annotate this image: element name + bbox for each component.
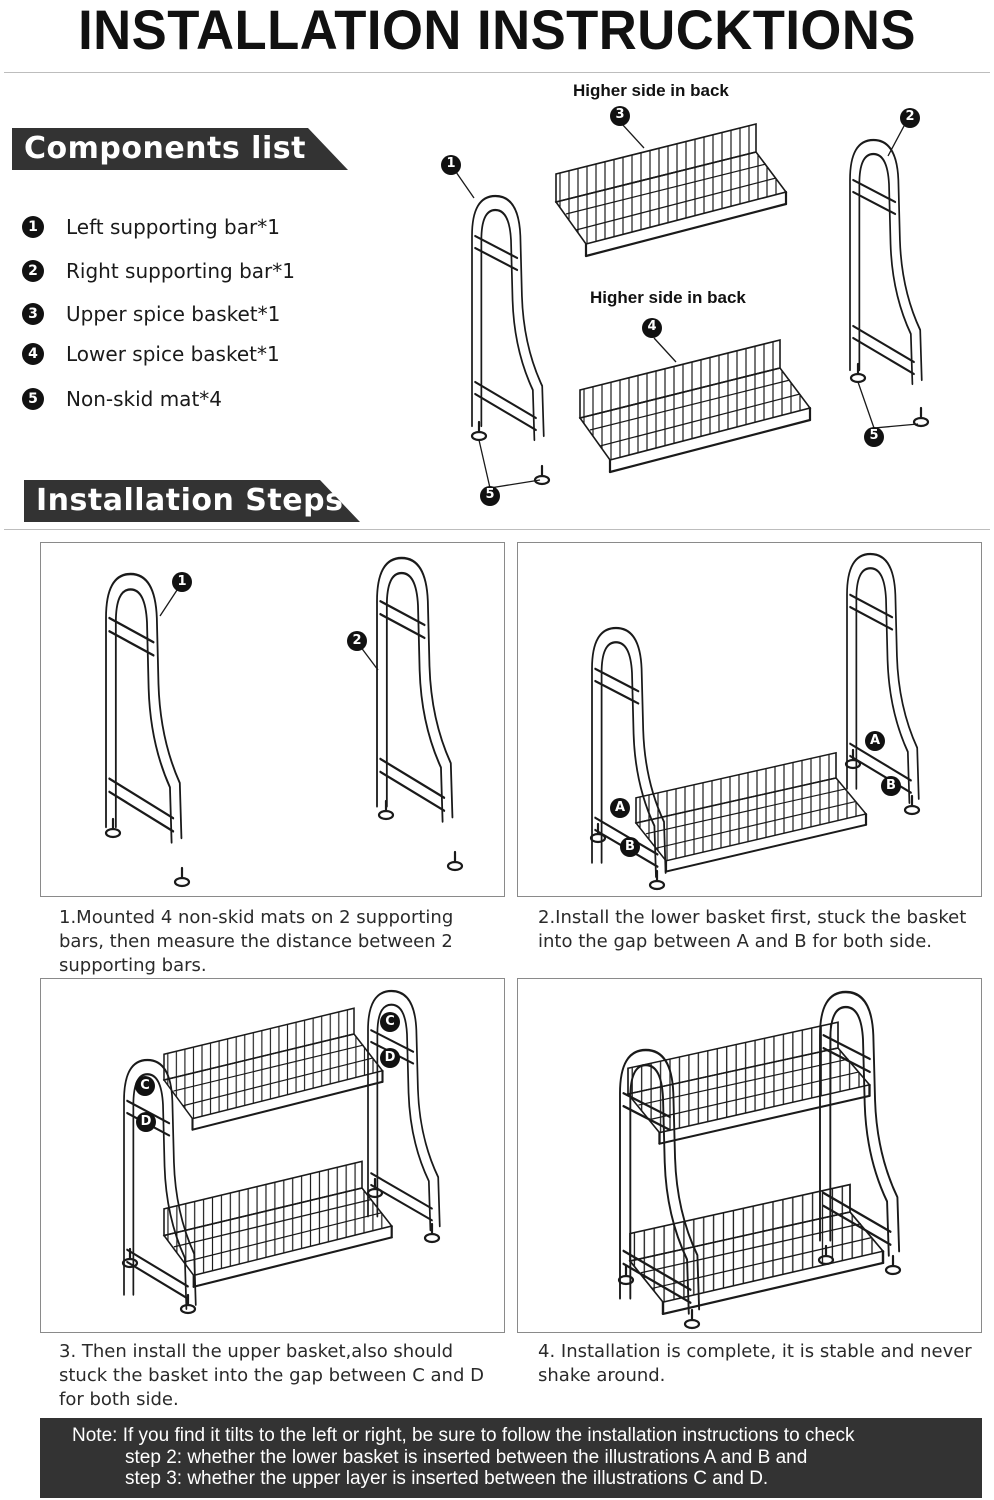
components-heading: Components list bbox=[24, 131, 306, 166]
callout-number: 4 bbox=[647, 319, 657, 334]
callout-letter-a: A bbox=[869, 733, 881, 748]
note-line-2: step 2: whether the lower basket is inse… bbox=[125, 1447, 808, 1468]
callout-number: 2 bbox=[352, 633, 362, 648]
callout-number: 1 bbox=[446, 156, 456, 171]
component-label: Left supporting bar*1 bbox=[66, 215, 280, 239]
components-illustration bbox=[441, 106, 930, 506]
component-label: Right supporting bar*1 bbox=[66, 259, 295, 283]
callout-letter-a: A bbox=[614, 800, 626, 815]
note-line-3: step 3: whether the upper layer is inser… bbox=[125, 1468, 769, 1489]
upper-basket-hint: Higher side in back bbox=[573, 81, 729, 100]
callout-letter-c: C bbox=[140, 1078, 150, 1093]
list-item: 4 Lower spice basket*1 bbox=[22, 339, 280, 369]
step-1-caption: 1.Mounted 4 non-skid mats on 2 supportin… bbox=[59, 907, 454, 976]
callout-number: 1 bbox=[177, 574, 187, 589]
callout-letter-d: D bbox=[384, 1050, 396, 1065]
step-4-caption: 4. Installation is complete, it is stabl… bbox=[538, 1341, 972, 1386]
number-badge: 5 bbox=[22, 388, 44, 410]
steps-illustration bbox=[104, 552, 921, 1330]
note-box: Note: If you find it tilts to the left o… bbox=[40, 1418, 982, 1498]
divider bbox=[4, 529, 990, 530]
divider bbox=[4, 72, 990, 73]
callout-number: 5 bbox=[485, 487, 495, 502]
note-line-1: Note: If you find it tilts to the left o… bbox=[72, 1425, 855, 1446]
callout-number: 3 bbox=[615, 107, 625, 122]
page-title: INSTALLATION INSTRUCKTIONS bbox=[78, 0, 916, 61]
number-badge: 3 bbox=[22, 303, 44, 325]
list-item: 2 Right supporting bar*1 bbox=[22, 256, 295, 286]
number-badge: 2 bbox=[22, 260, 44, 282]
callout-number: 5 bbox=[869, 428, 879, 443]
callout-number: 2 bbox=[905, 109, 915, 124]
component-label: Upper spice basket*1 bbox=[66, 302, 281, 326]
callout-letter-d: D bbox=[140, 1114, 152, 1129]
component-label: Lower spice basket*1 bbox=[66, 342, 280, 366]
steps-banner: Installation Steps bbox=[24, 480, 360, 522]
list-item: 5 Non-skid mat*4 bbox=[22, 384, 222, 414]
list-item: 3 Upper spice basket*1 bbox=[22, 299, 280, 329]
step-3-caption: 3. Then install the upper basket,also sh… bbox=[59, 1341, 484, 1410]
list-item: 1 Left supporting bar*1 bbox=[22, 212, 280, 242]
lower-basket-hint: Higher side in back bbox=[590, 288, 746, 307]
components-banner: Components list bbox=[12, 128, 348, 170]
step-2-caption: 2.Install the lower basket first, stuck … bbox=[538, 907, 967, 952]
callout-letter-b: B bbox=[886, 778, 896, 793]
number-badge: 4 bbox=[22, 343, 44, 365]
callout-letter-b: B bbox=[625, 839, 635, 854]
number-badge: 1 bbox=[22, 216, 44, 238]
component-label: Non-skid mat*4 bbox=[66, 387, 223, 411]
callout-letter-c: C bbox=[385, 1014, 395, 1029]
steps-heading: Installation Steps bbox=[36, 483, 344, 518]
